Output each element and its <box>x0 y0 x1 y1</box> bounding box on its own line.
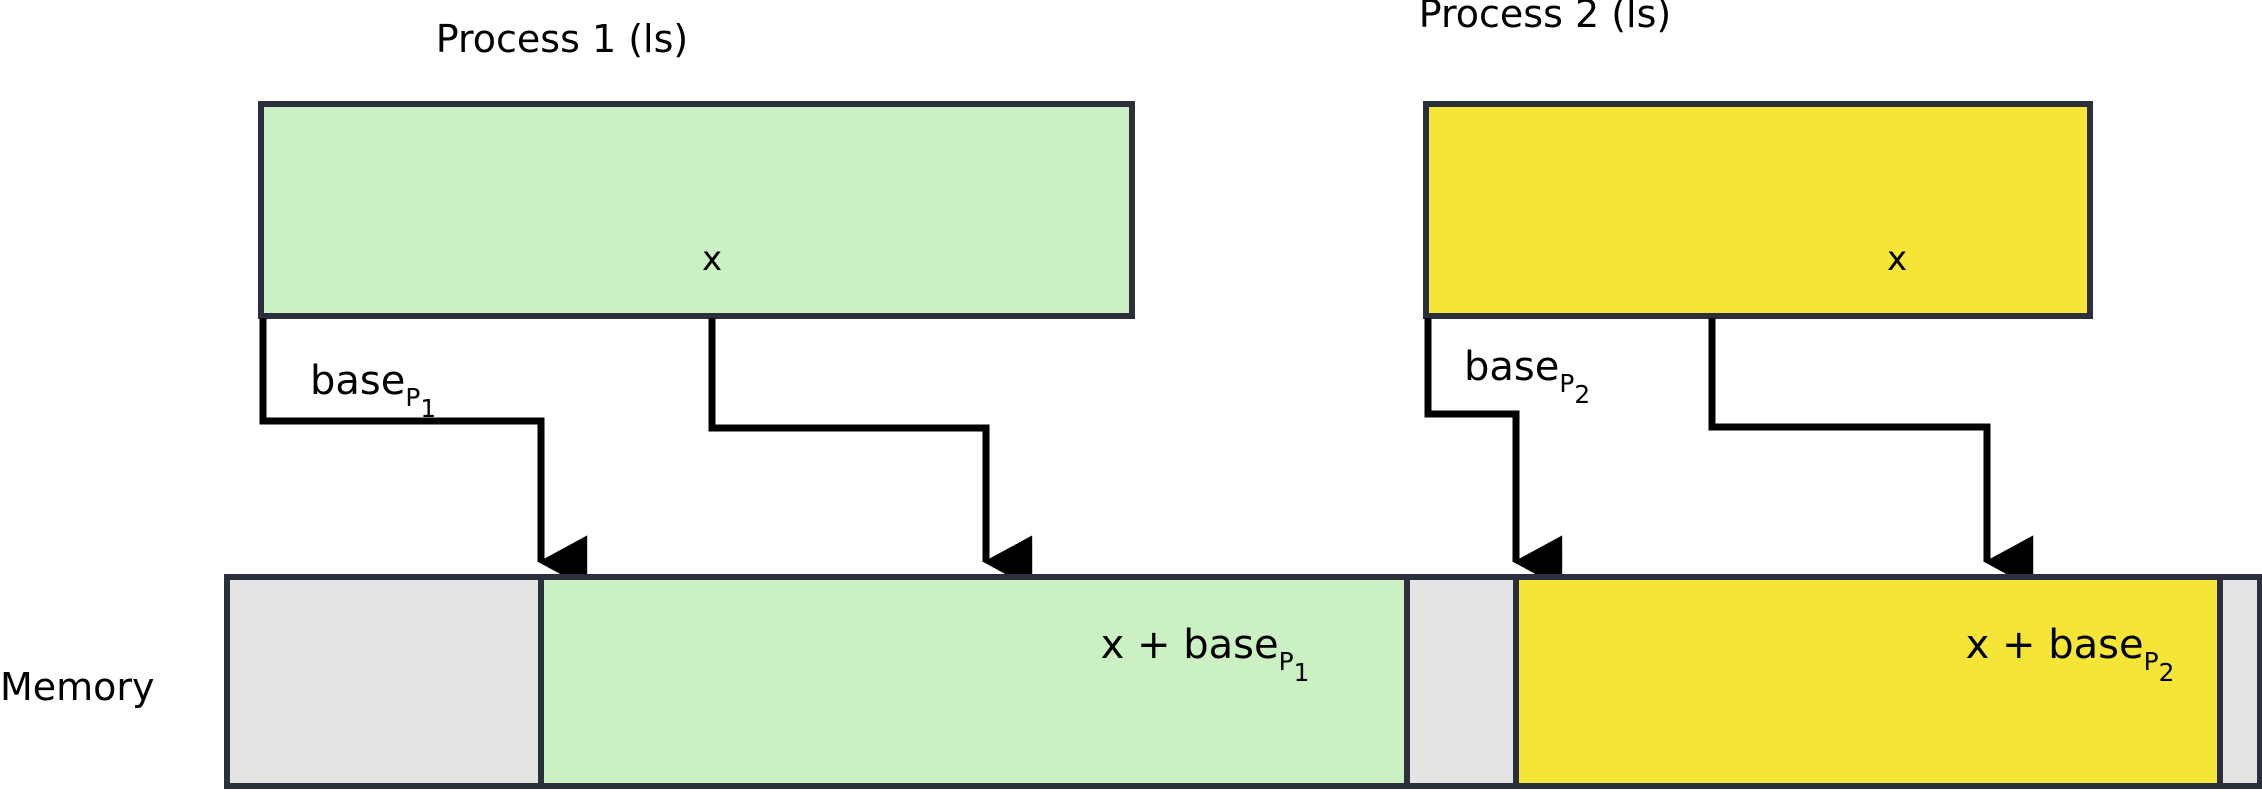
memory-p2-subsub: 2 <box>2159 658 2175 687</box>
memory-free-segment-1[interactable] <box>224 574 544 789</box>
process-2-group: Process 2 (ls) x baseP2 <box>1419 0 2093 589</box>
process-1-base-sub: P <box>405 383 420 412</box>
process-2-base-sub: P <box>1559 369 1574 398</box>
x-p2-arrow <box>1708 318 2034 589</box>
process-1-base-subsub: 1 <box>420 394 436 423</box>
process-1-base-label: baseP1 <box>310 358 436 423</box>
memory-free-segment-2[interactable] <box>1404 574 1519 789</box>
process-2-variable-x: x <box>1887 239 1907 279</box>
base-p1-arrow <box>259 318 588 589</box>
process-1-variable-x: x <box>702 239 722 279</box>
process-2-title: Process 2 (ls) <box>1419 0 1672 36</box>
process-2-base-text: base <box>1464 344 1559 390</box>
process-1-base-text: base <box>310 358 405 404</box>
process-1-address-space-box[interactable] <box>258 101 1135 319</box>
process-1-group: Process 1 (ls) x baseP1 <box>258 17 1135 589</box>
memory-p1-sub: P <box>1279 647 1294 676</box>
memory-process-1-label: x + baseP1 <box>1101 622 1310 687</box>
base-p2-arrow <box>1424 318 1563 589</box>
memory-process-1-segment[interactable] <box>538 574 1410 789</box>
x-p1-arrow <box>708 318 1033 589</box>
process-1-title: Process 1 (ls) <box>436 17 689 61</box>
process-2-base-label: baseP2 <box>1464 344 1590 409</box>
memory-p1-expr: x + base <box>1101 622 1279 668</box>
memory-process-2-segment[interactable] <box>1513 574 2223 789</box>
memory-free-segment-3[interactable] <box>2217 574 2262 789</box>
memory-p1-subsub: 1 <box>1294 658 1310 687</box>
memory-process-2-label: x + baseP2 <box>1966 622 2175 687</box>
memory-p2-sub: P <box>2144 647 2159 676</box>
memory-bar-group: Memory x + baseP1 x + baseP2 <box>0 574 2262 789</box>
process-2-base-subsub: 2 <box>1574 380 1590 409</box>
memory-p2-expr: x + base <box>1966 622 2144 668</box>
process-2-address-space-box[interactable] <box>1423 101 2093 319</box>
memory-label: Memory <box>0 665 155 709</box>
